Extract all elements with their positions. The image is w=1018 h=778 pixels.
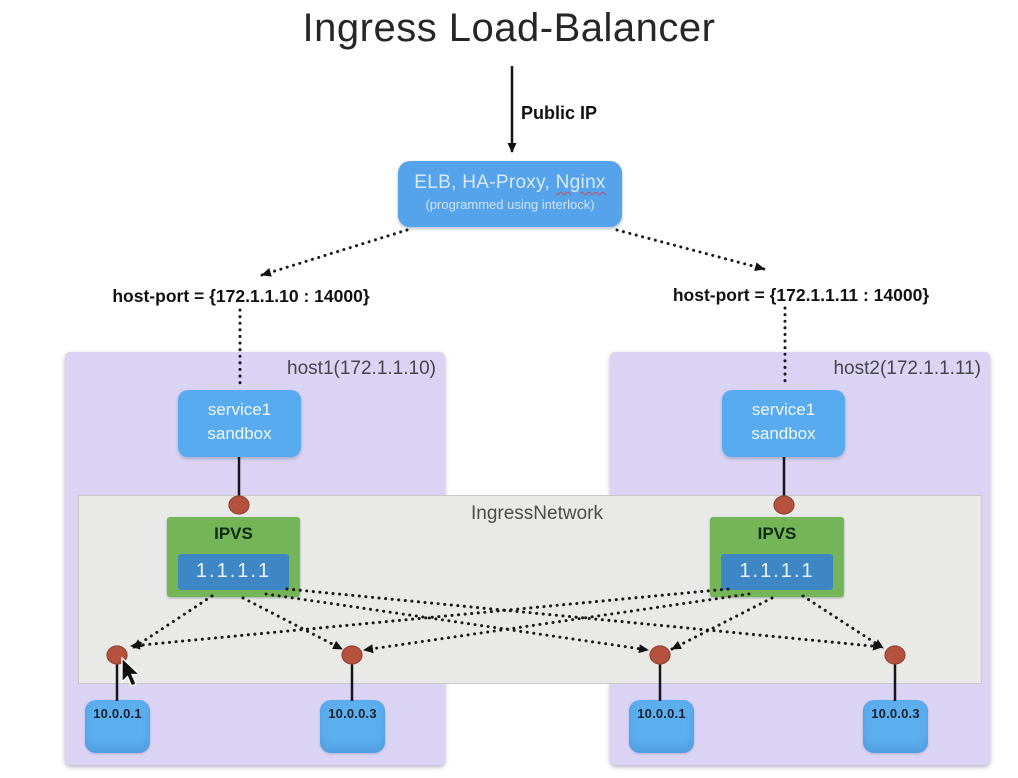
ipvs-vip: 1.1.1.1: [721, 554, 833, 590]
host1-backend-2: 10.0.0.3: [320, 700, 385, 753]
backend-ip: 10.0.0.3: [871, 706, 920, 721]
backend-ip: 10.0.0.3: [328, 706, 377, 721]
edge-elb-to-host1: [260, 228, 409, 277]
public-ip-label: Public IP: [521, 103, 598, 123]
edge-elb-to-host2: [615, 228, 766, 272]
backend-ip: 10.0.0.1: [93, 706, 142, 721]
backend-ip: 10.0.0.1: [637, 706, 686, 721]
host1-service-node: service1 sandbox: [178, 390, 301, 457]
load-balancer-title: ELB, HA-Proxy, Nginx: [398, 172, 622, 194]
host1-backend-1: 10.0.0.1: [85, 700, 150, 753]
host2-ipvs-node: IPVS 1.1.1.1: [710, 517, 844, 597]
service-sandbox: sandbox: [207, 424, 272, 443]
service-name: service1: [751, 400, 816, 419]
nginx-misspelled-text: Nginx: [555, 172, 606, 193]
host2-backend-1: 10.0.0.1: [629, 700, 694, 753]
service-name: service1: [207, 400, 272, 419]
host2-label: host2(172.1.1.11): [833, 358, 981, 379]
host-port-label-right: host-port = {172.1.1.11 : 14000}: [672, 285, 930, 305]
host2-backend-2: 10.0.0.3: [863, 700, 928, 753]
service-sandbox: sandbox: [751, 424, 816, 443]
host1-label: host1(172.1.1.10): [287, 358, 436, 379]
host1-ipvs-node: IPVS 1.1.1.1: [167, 517, 300, 597]
load-balancer-node: ELB, HA-Proxy, Nginx (programmed using i…: [398, 161, 622, 227]
host-port-label-left: host-port = {172.1.1.10 : 14000}: [112, 286, 370, 306]
ipvs-vip: 1.1.1.1: [178, 554, 289, 590]
ipvs-label: IPVS: [214, 524, 253, 543]
diagram-title: Ingress Load-Balancer: [302, 6, 716, 50]
host2-service-node: service1 sandbox: [722, 390, 845, 457]
load-balancer-subtitle: (programmed using interlock): [425, 197, 595, 212]
ingress-network-label: IngressNetwork: [471, 503, 603, 524]
elb-text: ELB, HA-Proxy,: [414, 172, 556, 193]
ipvs-label: IPVS: [757, 524, 797, 543]
